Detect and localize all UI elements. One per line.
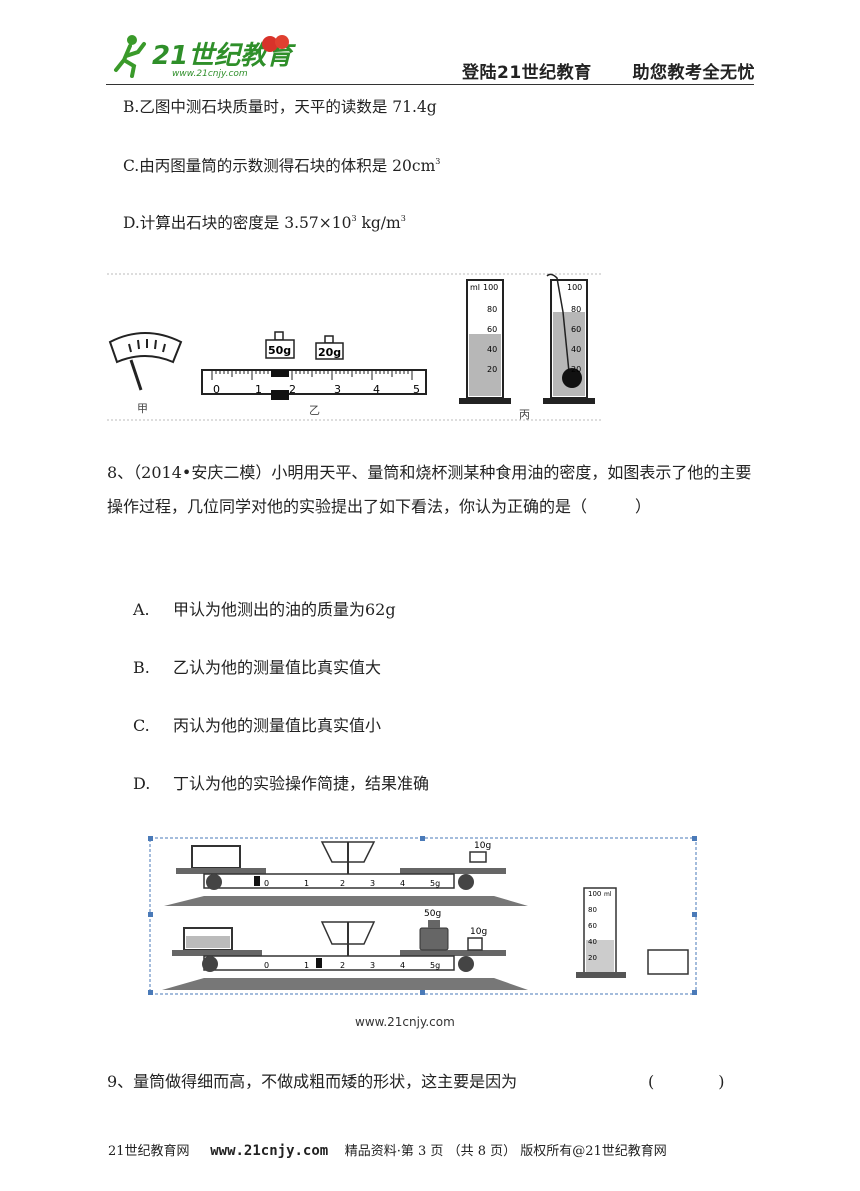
svg-text:5g: 5g [430,879,440,888]
tomato-icon-2 [275,35,289,49]
header-divider [106,84,754,85]
svg-text:0: 0 [213,383,220,396]
svg-text:20g: 20g [318,346,341,359]
q8-option-b: B.乙认为他的测量值比真实值大 [133,658,382,677]
svg-text:80: 80 [487,305,497,314]
footer-site: 21世纪教育网 [108,1144,190,1159]
tomato-icon [262,36,278,52]
svg-text:40: 40 [571,345,581,354]
svg-text:60: 60 [571,325,581,334]
svg-text:80: 80 [588,906,597,914]
svg-text:60: 60 [588,922,597,930]
svg-text:20: 20 [571,365,581,374]
q7-option-c: C.由丙图量筒的示数测得石块的体积是 20cm3 [123,157,441,175]
svg-text:2: 2 [340,879,345,888]
graduated-cylinder-oil: ml 100 80 60 40 20 [576,887,626,978]
svg-text:1: 1 [304,879,309,888]
slogan-right: 助您教考全无忧 [632,63,755,83]
svg-text:40: 40 [588,938,597,946]
svg-text:2: 2 [289,383,296,396]
svg-text:4: 4 [400,961,405,970]
empty-beaker [191,845,241,869]
svg-text:4: 4 [400,879,405,888]
runner-icon [114,35,146,78]
q9-stem: 9、量筒做得细而高，不做成粗而矮的形状，这主要是因为 [107,1072,518,1091]
footer-url[interactable]: www.21cnjy.com [210,1143,329,1159]
site-logo[interactable]: 21世纪教育 www.21cnjy.com [110,30,310,80]
svg-text:ml: ml [470,283,480,292]
svg-text:20: 20 [588,954,597,962]
q8-option-d: D.丁认为他的实验操作简捷，结果准确 [133,774,430,793]
svg-text:50g: 50g [268,344,291,357]
q9-bracket: ( ) [648,1072,725,1091]
svg-text:3: 3 [334,383,341,396]
figure-oil-density: 0 1 2 3 4 5g 10g 0 1 2 3 4 5 [144,832,704,1032]
page-footer: 21世纪教育网 www.21cnjy.com 精品资料·第 3 页 （共 8 页… [108,1140,667,1159]
logo-url: www.21cnjy.com [172,69,248,79]
slogan-left: 登陆21世纪教育 [461,63,592,83]
q8-option-c: C.丙认为他的测量值比真实值小 [133,716,382,735]
figure-balance-cylinder: 甲 50g 20g 0 1 2 3 4 5 乙 [107,272,601,424]
svg-text:5: 5 [413,383,420,396]
svg-text:80: 80 [571,305,581,314]
q8-stem: 8、（2014•安庆二模）小明用天平、量筒和烧杯测某种食用油的密度，如图表示了他… [107,463,752,516]
q8-option-a: A.甲认为他测出的油的质量为62g [133,600,396,619]
svg-text:40: 40 [487,345,497,354]
svg-text:10g: 10g [470,927,487,937]
q7-option-b: B.乙图中测石块质量时，天平的读数是 71.4g [123,98,437,116]
weight-20g: 20g [315,335,344,360]
graduated-cylinder-2: 100 80 60 40 20 [543,273,595,404]
q7-option-d: D.计算出石块的密度是 3.57×103 kg/m3 [123,214,406,232]
balance-top: 0 1 2 3 4 5g 10g [164,841,528,906]
svg-text:3: 3 [370,961,375,970]
stone-icon [562,368,582,388]
svg-text:4: 4 [373,383,380,396]
header-slogan: 登陆21世纪教育 助您教考全无忧 [462,58,755,83]
svg-text:100: 100 [567,283,582,292]
svg-text:ml: ml [604,891,612,898]
weight-50g: 50g [265,331,295,359]
svg-text:10g: 10g [474,841,491,851]
graduated-cylinder-1: ml 100 80 60 40 20 [459,279,511,404]
balance-pointer-dial: 甲 [108,332,183,415]
svg-text:1: 1 [304,961,309,970]
footer-info: 精品资料·第 3 页 （共 8 页） 版权所有@21世纪教育网 [344,1144,667,1159]
svg-text:1: 1 [255,383,262,396]
empty-beaker-right [647,949,689,975]
balance-bottom: 0 1 2 3 4 5g 50g 10g [162,909,528,990]
svg-text:20: 20 [487,365,497,374]
svg-text:5g: 5g [430,961,440,970]
svg-text:甲: 甲 [137,402,148,415]
watermark: www.21cnjy.com [355,1015,455,1029]
balance-beam-scale: 0 1 2 3 4 5 乙 [201,369,427,417]
svg-text:乙: 乙 [309,404,320,417]
svg-text:0: 0 [264,879,269,888]
svg-text:100: 100 [588,890,601,898]
svg-text:3: 3 [370,879,375,888]
svg-text:50g: 50g [424,909,441,919]
svg-text:60: 60 [487,325,497,334]
svg-text:0: 0 [264,961,269,970]
svg-text:100: 100 [483,283,498,292]
svg-text:2: 2 [340,961,345,970]
svg-text:丙: 丙 [519,408,530,421]
